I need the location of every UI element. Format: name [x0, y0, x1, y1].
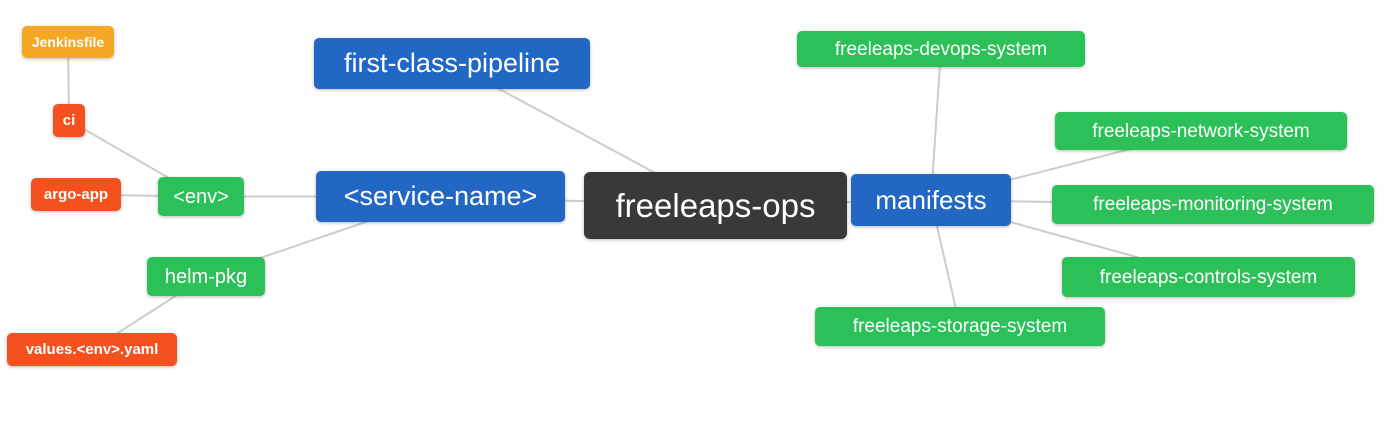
node-helm-pkg[interactable]: helm-pkg	[147, 257, 265, 296]
node-manifests[interactable]: manifests	[851, 174, 1011, 226]
node-freeleaps-devops-system[interactable]: freeleaps-devops-system	[797, 31, 1085, 67]
node-env[interactable]: <env>	[158, 177, 244, 216]
node-argo-app[interactable]: argo-app	[31, 178, 121, 211]
node-freeleaps-network-system[interactable]: freeleaps-network-system	[1055, 112, 1347, 150]
node-freeleaps-controls-system[interactable]: freeleaps-controls-system	[1062, 257, 1355, 297]
node-freeleaps-storage-system[interactable]: freeleaps-storage-system	[815, 307, 1105, 346]
node-first-class-pipeline[interactable]: first-class-pipeline	[314, 38, 590, 89]
node-jenkinsfile[interactable]: Jenkinsfile	[22, 26, 114, 58]
node-ci[interactable]: ci	[53, 104, 85, 137]
node-values-env-yaml[interactable]: values.<env>.yaml	[7, 333, 177, 366]
node-freeleaps-monitoring-system[interactable]: freeleaps-monitoring-system	[1052, 185, 1374, 224]
node-freeleaps-ops[interactable]: freeleaps-ops	[584, 172, 847, 239]
node-service-name[interactable]: <service-name>	[316, 171, 565, 222]
